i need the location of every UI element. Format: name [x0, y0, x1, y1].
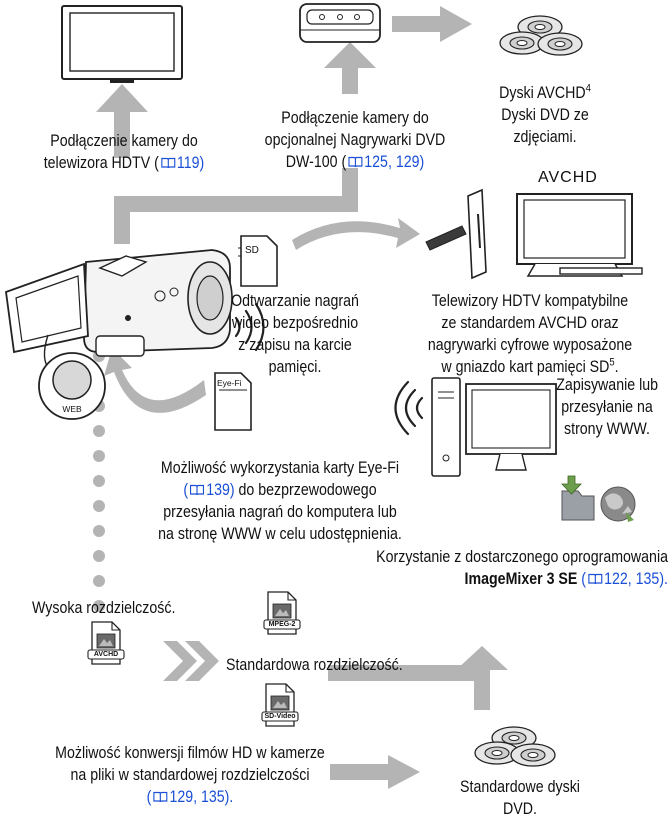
page-ref-link[interactable]: 119) — [159, 154, 204, 172]
high-res-text: Wysoka rozdzielczość. — [32, 599, 176, 617]
page-ref-link[interactable]: (129, 135). — [146, 788, 234, 806]
hdtv-compatible-text: Telewizory HDTV kompatybilne ze standard… — [427, 292, 633, 376]
book-icon — [190, 484, 205, 496]
double-chevron-icon — [163, 641, 219, 681]
avchd-discs-text: Dyski AVCHD4 Dyski DVD ze zdjęciami. — [499, 82, 591, 146]
eyefi-card-label: Eye-Fi — [217, 378, 242, 388]
upload-folder-icon — [561, 475, 595, 521]
writer-connect-text: Podłączenie kamery do opcjonalnej Nagryw… — [264, 109, 446, 171]
tv-icon — [61, 5, 183, 83]
page-ref-link[interactable]: (139) — [183, 481, 235, 499]
file-badge-avchd: AVCHD — [93, 651, 119, 658]
eyefi-text: Możliwość wykorzystania karty Eye-Fi (13… — [158, 459, 402, 543]
book-icon — [153, 791, 168, 803]
sd-card-icon — [238, 235, 278, 287]
sd-card-label: SD — [245, 245, 259, 256]
software-text: Korzystanie z dostarczonego oprogramowan… — [376, 548, 668, 588]
std-res-text: Standardowa rozdzielczość. — [226, 656, 403, 674]
disc-stack-icon — [474, 726, 556, 767]
eyefi-card-icon — [214, 372, 252, 431]
connection-arrows — [96, 6, 508, 789]
avchd-logo: AVCHD — [538, 169, 598, 186]
sd-playback-text: Odtwarzanie nagrań wideo bezpośrednio z … — [231, 292, 359, 376]
hdtv-connect-text: Podłączenie kamery do telewizora HDTV (1… — [43, 132, 205, 172]
convert-text: Możliwość konwersji filmów HD w kamerze … — [55, 744, 325, 806]
file-badge-mpeg2: MPEG-2 — [268, 621, 296, 628]
globe-icon — [600, 486, 636, 522]
book-icon — [161, 157, 176, 169]
page-ref-link[interactable]: (122, 135). — [581, 570, 668, 588]
wireless-waves-icon — [394, 380, 424, 436]
dvd-writer-icon — [299, 3, 381, 43]
book-icon — [348, 156, 363, 168]
upload-text: Zapisywanie lub przesyłanie na strony WW… — [556, 376, 659, 438]
computer-icon — [431, 377, 557, 477]
book-icon — [588, 573, 603, 585]
disc-stack-icon — [499, 15, 583, 56]
page-ref-link[interactable]: 125, 129) — [346, 153, 424, 171]
file-badge-sdvideo: SD-Video — [264, 713, 296, 720]
hdtv-recorder-icon — [425, 188, 643, 280]
web-button-label: WEB — [62, 404, 82, 414]
camcorder-icon — [5, 249, 233, 357]
web-button-icon — [38, 334, 106, 420]
wireless-waves-icon — [234, 302, 265, 352]
std-discs-text: Standardowe dyski DVD. — [460, 778, 580, 818]
